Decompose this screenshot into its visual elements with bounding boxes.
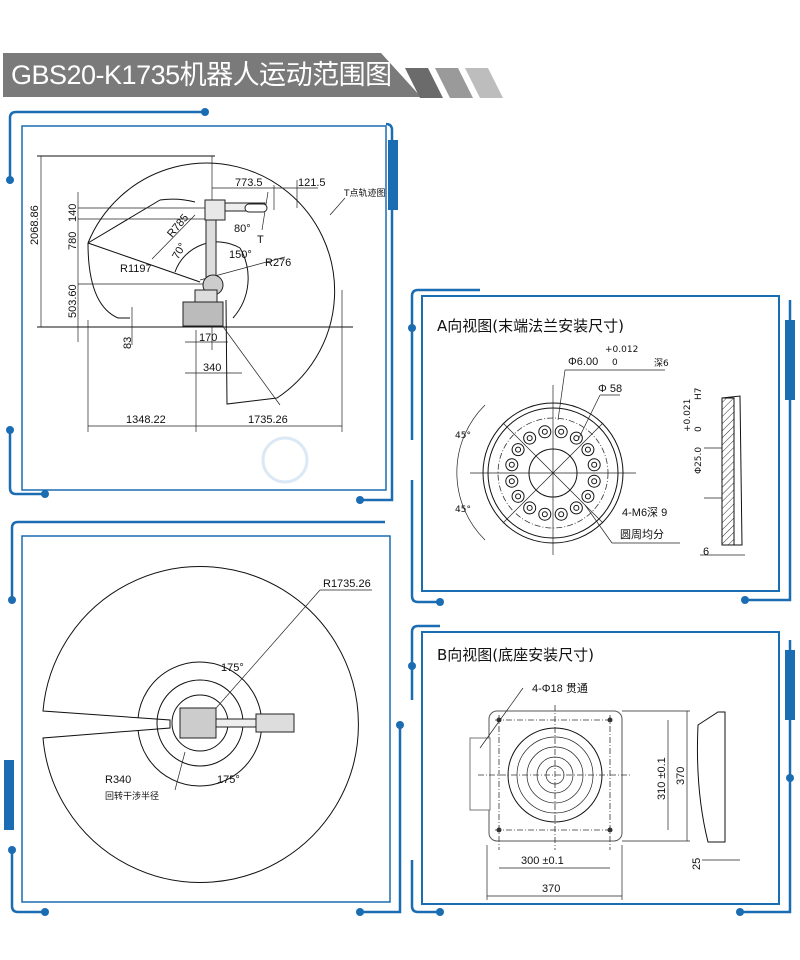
title-banner: GBS20-K1735机器人运动范围图 (3, 53, 423, 97)
t-trajectory-label: T点轨迹图 (343, 187, 386, 199)
dim-total-height: 2068.86 (29, 205, 41, 245)
bolt-hole (515, 493, 522, 500)
view-b-drawing (469, 687, 740, 900)
thread-spec: 4-M6深 9 (622, 506, 667, 519)
page-title: GBS20-K1735机器人运动范围图 (11, 60, 392, 90)
bolt-hole (587, 474, 601, 488)
bolt-hole (584, 446, 591, 453)
bolt-hole (554, 425, 568, 439)
bolt-hole (541, 428, 548, 435)
bolt-hole (538, 425, 552, 439)
top-view-drawing (42, 566, 372, 883)
banner-background (3, 53, 421, 97)
t-point: T (257, 234, 264, 246)
angle-45-bottom: 45° (455, 505, 471, 515)
banner-stripes (405, 68, 503, 98)
bolt-hole (526, 504, 533, 511)
radius-1197: R1197 (120, 263, 152, 275)
bolt-hole (581, 489, 595, 503)
bolt-hole (558, 428, 565, 435)
bolt-hole (541, 511, 548, 518)
radius-1735: R1735.26 (323, 578, 371, 590)
base-depth: 25 (691, 858, 703, 870)
pcd-diameter: Φ 58 (598, 383, 622, 395)
dim-340: 340 (203, 362, 221, 374)
bore-tol-upper: +0.021 (683, 399, 693, 432)
hole-spec: 4-Φ18 贯通 (532, 682, 588, 695)
dim-503: 503.60 (67, 284, 79, 318)
bolt-hole (526, 435, 533, 442)
bolt-hole (569, 501, 583, 515)
bolt-circle (505, 425, 601, 521)
side-view-labels: 2068.86 140 780 503.60 83 773.5 121.5 T点… (29, 177, 386, 426)
flange-thickness: 6 (703, 546, 709, 558)
angle-80: 80° (234, 223, 251, 235)
pin-depth: 深6 (654, 358, 669, 369)
bolt-hole (573, 504, 580, 511)
size-horizontal: 370 (542, 883, 560, 895)
watermark-logo (261, 436, 309, 484)
dim-1735: 1735.26 (248, 414, 288, 426)
bolt-hole (554, 507, 568, 521)
dim-1348: 1348.22 (126, 414, 166, 426)
dim-170: 170 (199, 332, 217, 344)
angle-175-top: 175° (221, 662, 244, 674)
view-b-title: B向视图(底座安装尺寸) (437, 646, 594, 664)
bore-fit: H7 (694, 388, 704, 401)
bolt-hole (558, 511, 565, 518)
view-a-drawing (456, 369, 745, 556)
bolt-hole (515, 446, 522, 453)
view-a-frame (408, 288, 795, 606)
pin-diameter: Φ6.00 (568, 356, 598, 368)
bolt-hole (511, 489, 525, 503)
bolt-hole (505, 474, 519, 488)
bolt-hole (523, 501, 537, 515)
dim-780: 780 (67, 232, 79, 250)
bolt-hole (538, 507, 552, 521)
bolt-hole (569, 431, 583, 445)
bolt-hole (591, 461, 598, 468)
bolt-hole (587, 458, 601, 472)
dim-140: 140 (67, 204, 79, 222)
angle-150: 150° (229, 249, 252, 261)
angle-175-bottom: 175° (217, 774, 240, 786)
bolt-hole (581, 443, 595, 457)
side-view-drawing (37, 155, 353, 432)
pitch-vertical: 310 ±0.1 (656, 757, 668, 800)
pin-tol-upper: +0.012 (605, 345, 638, 355)
bolt-hole (508, 461, 515, 468)
pin-tol-lower: 0 (612, 358, 618, 368)
radius-340-note: 回转干涉半径 (105, 790, 159, 802)
radius-276: R276 (265, 257, 291, 269)
bore-tol-lower: 0 (694, 426, 704, 432)
bolt-hole (505, 458, 519, 472)
bore-diameter: Φ25.0 (694, 447, 704, 474)
view-a-title: A向视图(末端法兰安装尺寸) (437, 317, 624, 335)
pitch-horizontal: 300 ±0.1 (521, 855, 564, 867)
bolt-hole (523, 431, 537, 445)
size-vertical: 370 (675, 767, 687, 785)
dim-773: 773.5 (235, 177, 263, 189)
thread-note: 圆周均分 (620, 528, 664, 541)
view-b-labels: B向视图(底座安装尺寸) 4-Φ18 贯通 310 ±0.1 370 300 ±… (437, 646, 703, 895)
bolt-hole (591, 478, 598, 485)
top-view-labels: R1735.26 175° 175° R340 回转干涉半径 (105, 578, 371, 802)
bolt-hole (508, 478, 515, 485)
bolt-hole (584, 493, 591, 500)
bolt-hole (511, 443, 525, 457)
radius-340: R340 (105, 774, 131, 786)
angle-45-top: 45° (455, 431, 471, 441)
dim-83: 83 (122, 337, 134, 349)
dim-121: 121.5 (298, 177, 326, 189)
view-a-labels: A向视图(末端法兰安装尺寸) Φ6.00 +0.012 0 深6 Φ 58 45… (437, 317, 709, 558)
